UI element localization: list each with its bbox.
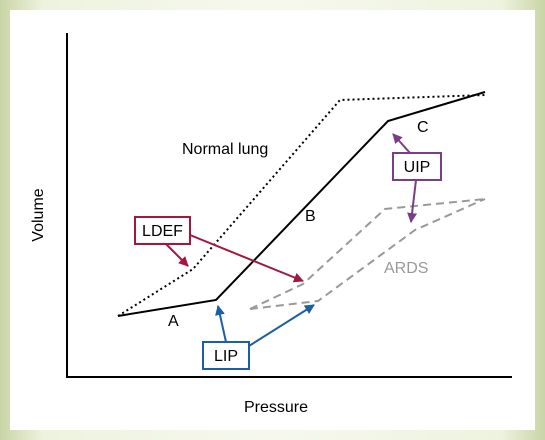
ards-label: ARDS	[384, 260, 428, 277]
y-axis-label: Volume	[30, 188, 47, 241]
point-a-label: A	[168, 313, 179, 330]
x-axis-label: Pressure	[244, 399, 308, 416]
lip-arrow-curve	[215, 305, 227, 343]
diagram-panel	[10, 10, 535, 430]
normal-lung-curve	[117, 94, 486, 317]
ldef-arrow-ards	[189, 234, 304, 283]
uip-arrow-ards	[407, 179, 418, 223]
uip-box	[392, 152, 442, 181]
point-b-label: B	[305, 208, 316, 225]
ards-curve-lower	[249, 198, 486, 310]
ards-curve-upper	[249, 198, 486, 310]
uip-label: UIP	[404, 159, 431, 176]
normal-lung-label: Normal lung	[182, 141, 268, 158]
ldef-box	[134, 216, 191, 245]
ldef-arrow-normal	[165, 243, 189, 267]
point-c-label: C	[417, 119, 429, 136]
uip-arrow-curve	[392, 133, 411, 154]
pv-curve	[117, 91, 486, 317]
lip-box	[202, 341, 250, 370]
lip-arrow-ards	[248, 304, 315, 347]
lip-label: LIP	[214, 348, 238, 365]
ldef-label: LDEF	[142, 223, 183, 240]
